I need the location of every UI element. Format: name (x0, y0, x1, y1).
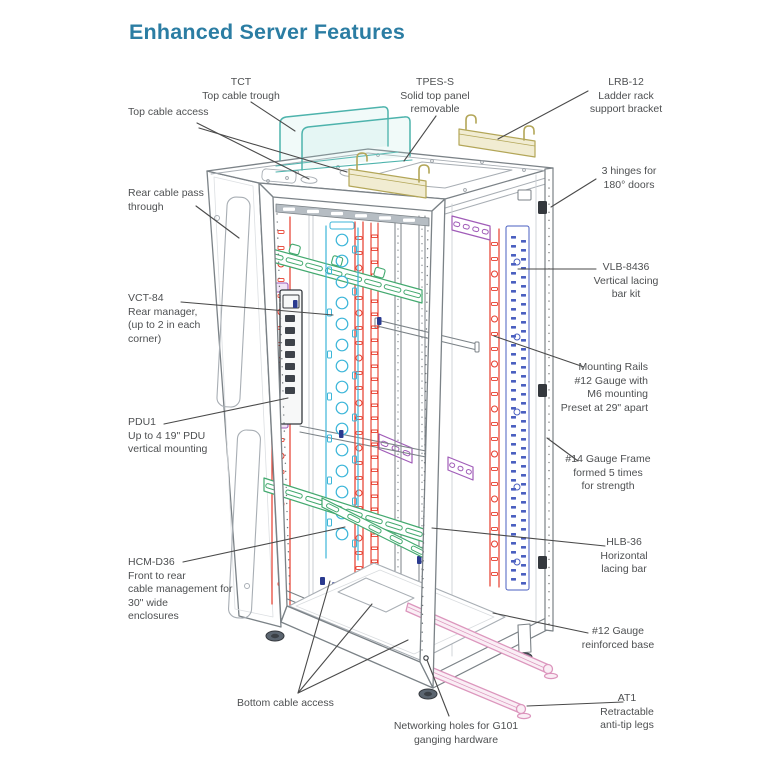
label-networking-holes: Networking holes for G101 ganging hardwa… (393, 720, 519, 746)
ladder-rack-brackets (348, 114, 536, 199)
base-floor (284, 562, 506, 661)
label-lrb-12: LRB-12 Ladder rack support bracket (589, 76, 663, 115)
right-face-interior (444, 174, 550, 657)
hinge-post (538, 167, 554, 632)
label-hlb-36: HLB-36 Horizontal lacing bar (600, 536, 648, 575)
label-gauge14-frame: #14 Gauge Frame formed 5 times for stren… (565, 453, 651, 492)
top-cable-trough (275, 106, 413, 173)
label-vlb-8436: VLB-8436 Vertical lacing bar kit (593, 261, 659, 300)
green-lacing-lower (263, 477, 429, 561)
label-tct: TCT Top cable trough (202, 76, 280, 102)
label-hinges: 3 hinges for 180° doors (601, 165, 657, 191)
label-vct-84: VCT-84 Rear manager, (up to 2 in each co… (128, 292, 201, 345)
label-at1: AT1 Retractable anti-tip legs (600, 692, 654, 731)
label-bottom-cable-access: Bottom cable access (237, 697, 334, 709)
label-top-cable-access: Top cable access (128, 106, 209, 118)
rear-panel (206, 170, 285, 642)
vertical-lacing-bar-vlb (505, 225, 530, 591)
label-tpes-s: TPES-S Solid top panel removable (400, 76, 470, 115)
page-title: Enhanced Server Features (129, 20, 406, 44)
label-rear-cable-pass: Rear cable pass through (128, 187, 204, 213)
cyan-rear-manager (325, 221, 359, 561)
front-frame (258, 182, 446, 700)
label-mounting-rails: Mounting Rails #12 Gauge with M6 mountin… (560, 361, 648, 414)
label-pdu1: PDU1 Up to 4 19" PDU vertical mounting (128, 416, 208, 455)
label-gauge12-base: #12 Gauge reinforced base (581, 625, 655, 651)
label-hcm-d36: HCM-D36 Front to rear cable management f… (128, 556, 233, 622)
leader-lines (163, 90, 624, 717)
